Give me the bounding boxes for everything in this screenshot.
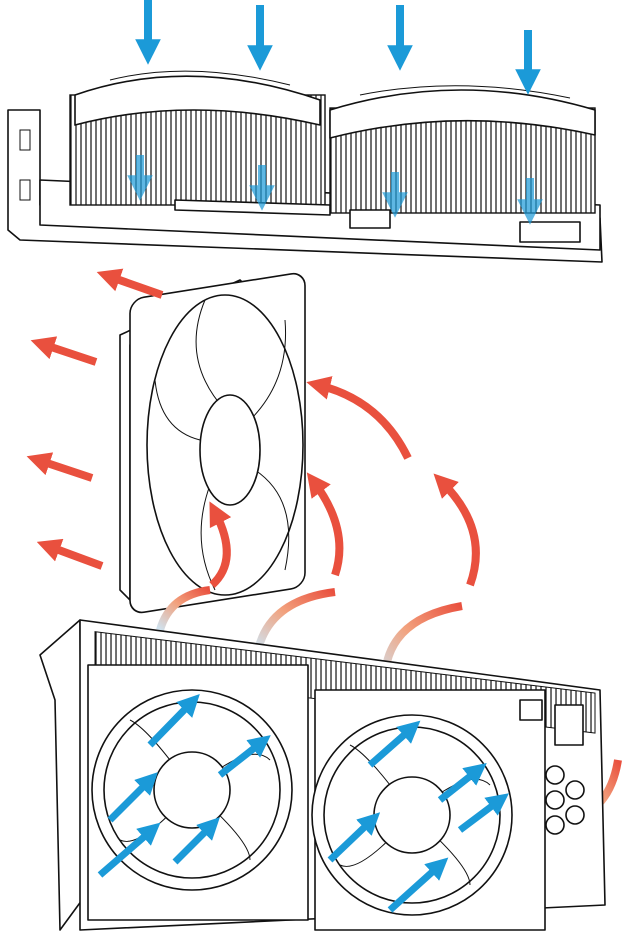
bottom-graphics-card	[39, 619, 606, 931]
case-fan	[119, 272, 306, 614]
top-intake-arrows	[127, 0, 543, 225]
top-graphics-card	[7, 70, 603, 263]
bottom-intake-arrows	[97, 693, 509, 913]
exhaust-arrows	[26, 268, 480, 588]
